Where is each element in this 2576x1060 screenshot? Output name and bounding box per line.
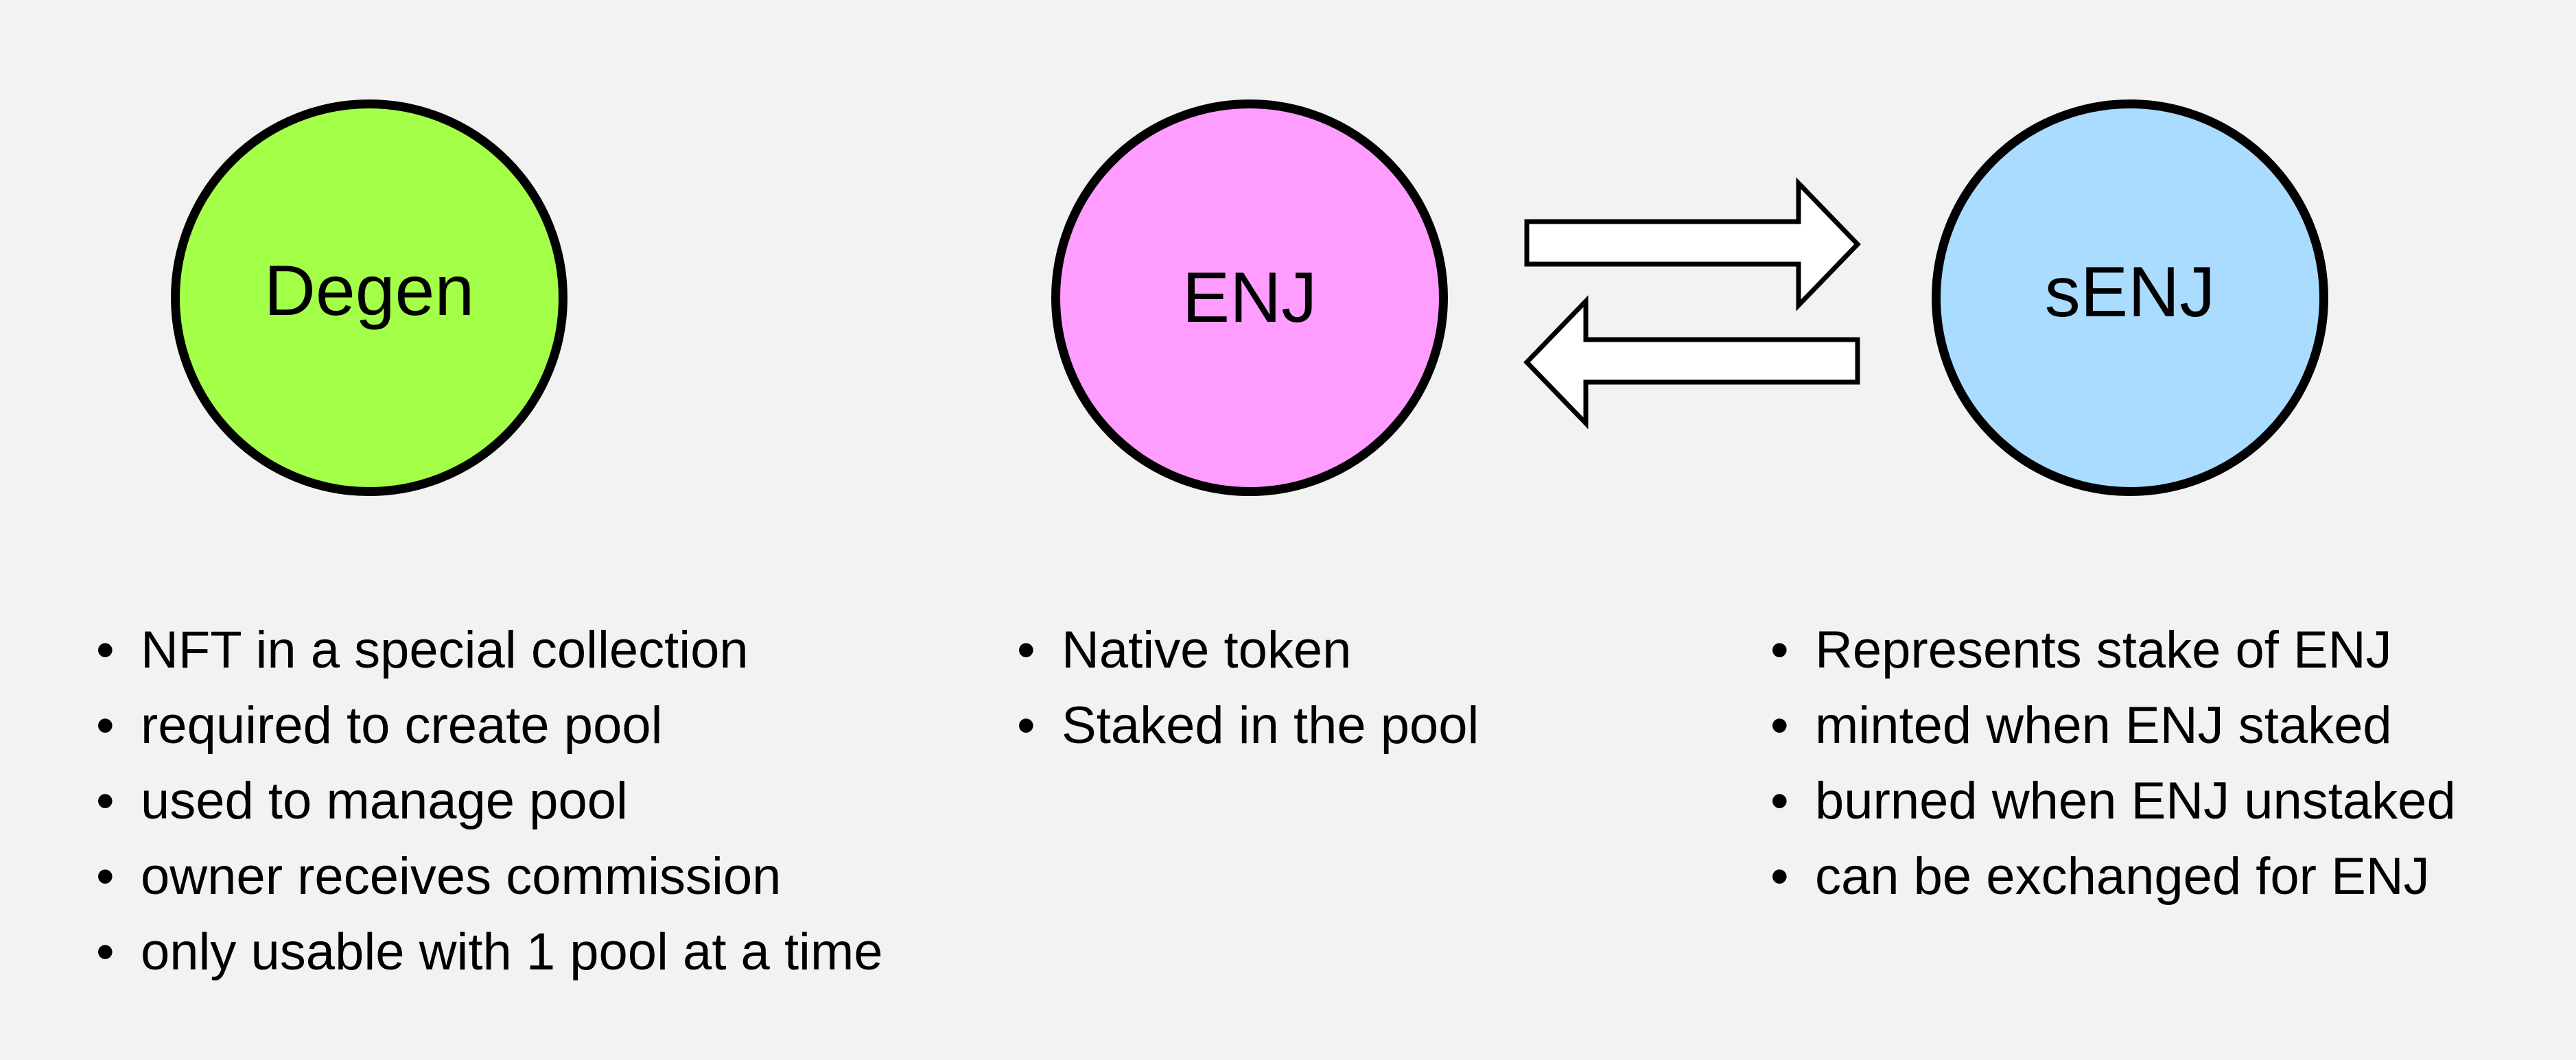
list-item: can be exchanged for ENJ [1770,839,2456,915]
list-item: NFT in a special collection [96,613,883,688]
enj-node: ENJ [1051,99,1448,496]
senj-node-label: sENJ [2044,252,2216,332]
list-item: Represents stake of ENJ [1770,613,2456,688]
list-item: owner receives commission [96,839,883,915]
list-item: only usable with 1 pool at a time [96,915,883,990]
degen-node: Degen [171,99,567,496]
list-item: Native token [1017,613,1479,688]
arrow-right-icon [1524,177,1861,311]
list-item: used to manage pool [96,764,883,839]
senj-bullet-list: Represents stake of ENJ minted when ENJ … [1770,613,2456,915]
exchange-arrows [1523,177,1861,429]
enj-node-label: ENJ [1182,258,1318,338]
enj-bullet-list: Native token Staked in the pool [1017,613,1479,764]
list-item: required to create pool [96,688,883,764]
arrow-left-icon [1523,295,1860,429]
list-item: burned when ENJ unstaked [1770,764,2456,839]
list-item: minted when ENJ staked [1770,688,2456,764]
list-item: Staked in the pool [1017,688,1479,764]
senj-node: sENJ [1932,99,2328,496]
degen-bullet-list: NFT in a special collection required to … [96,613,883,990]
degen-node-label: Degen [264,251,475,331]
